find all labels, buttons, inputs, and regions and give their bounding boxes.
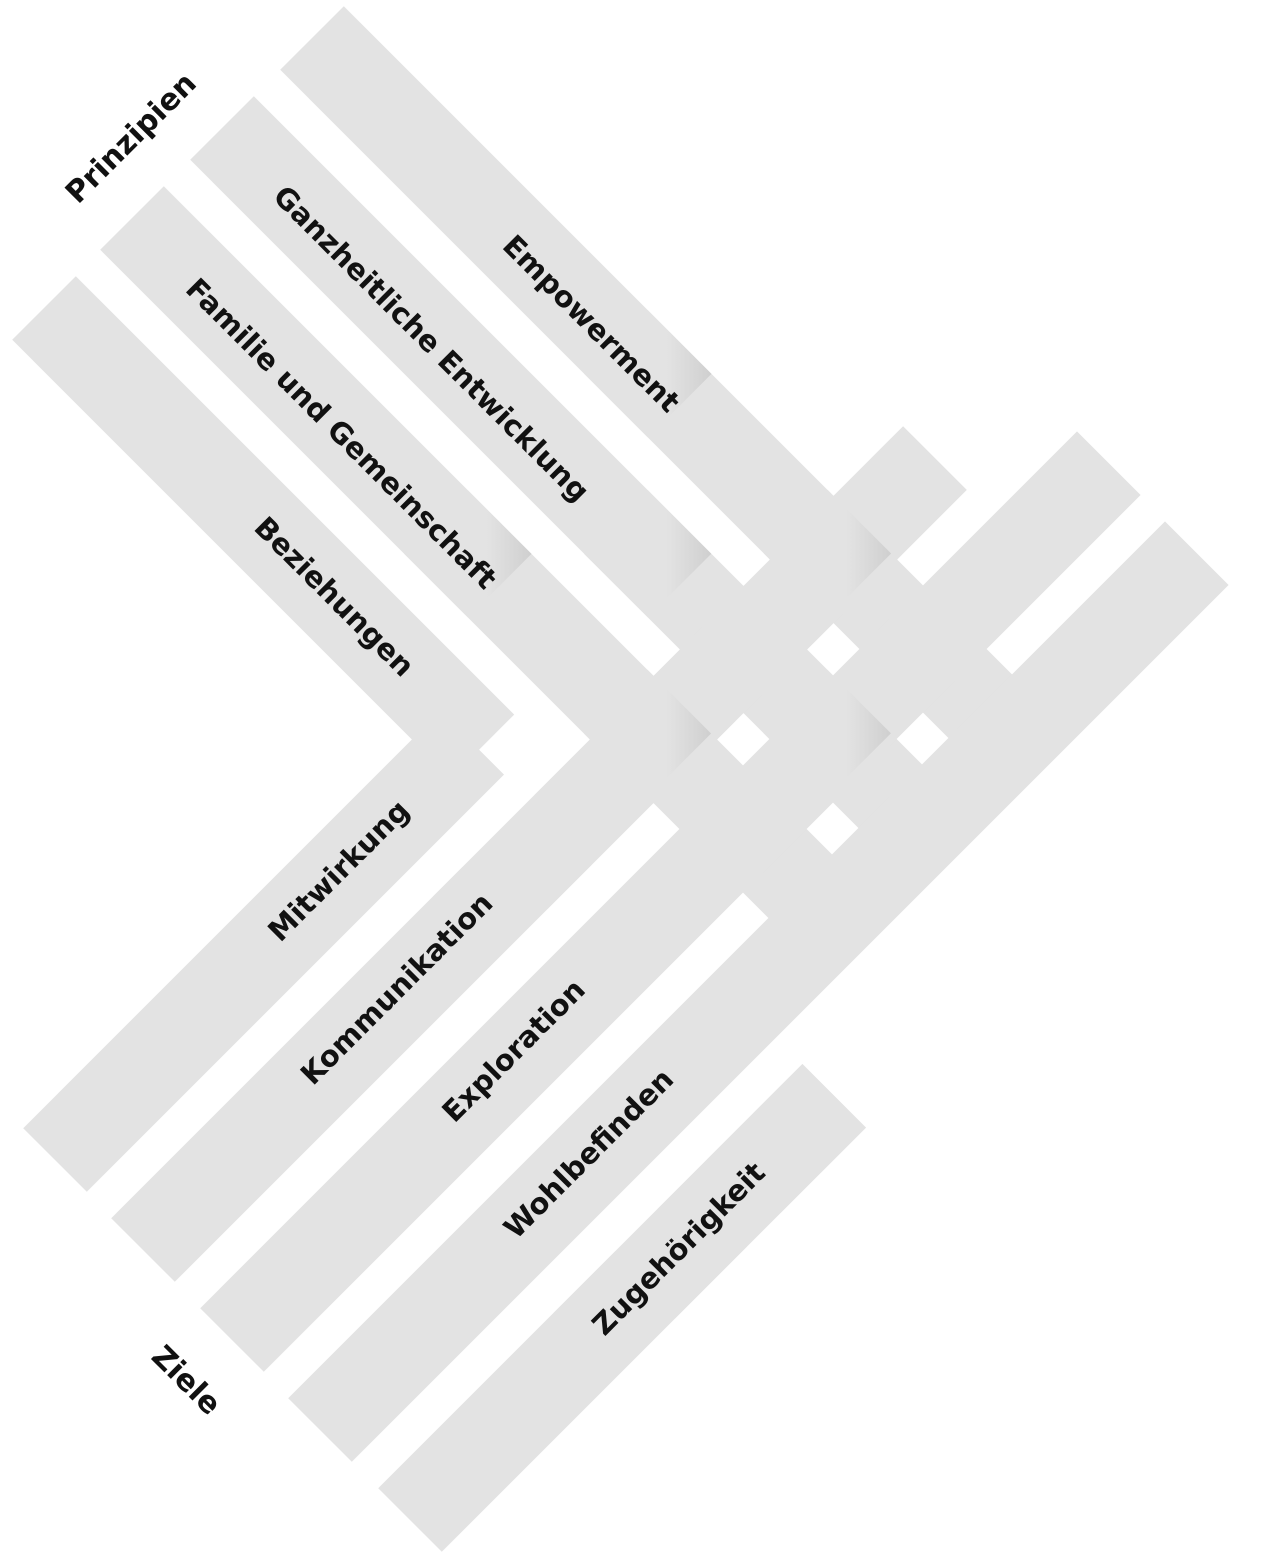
weave-overlaps xyxy=(404,310,892,798)
goal-strips xyxy=(23,426,1229,1552)
weave-overlap-familie-und-gemeinschaft-2 xyxy=(583,669,712,798)
goal-strip-exploration xyxy=(200,431,1141,1372)
principles-group-label: Prinzipien xyxy=(59,66,204,211)
weave-overlap-empowerment-2 xyxy=(763,489,892,618)
weave-overlap-ganzheitliche-entwicklung-3 xyxy=(763,669,891,797)
goal-strip-wohlbefinden xyxy=(288,521,1229,1462)
principle-strip-beziehungen xyxy=(12,276,515,779)
weave-overlap-empowerment-0 xyxy=(584,310,712,438)
goal-strip-mitwirkung xyxy=(23,711,504,1192)
weave-overlap-familie-und-gemeinschaft-0 xyxy=(404,490,532,618)
goal-strip-kommunikation xyxy=(111,426,967,1282)
goals-group-label: Ziele xyxy=(144,1339,227,1422)
weave-overlap-ganzheitliche-entwicklung-1 xyxy=(584,490,712,618)
goal-strip-zugehoerigkeit xyxy=(378,1063,867,1552)
